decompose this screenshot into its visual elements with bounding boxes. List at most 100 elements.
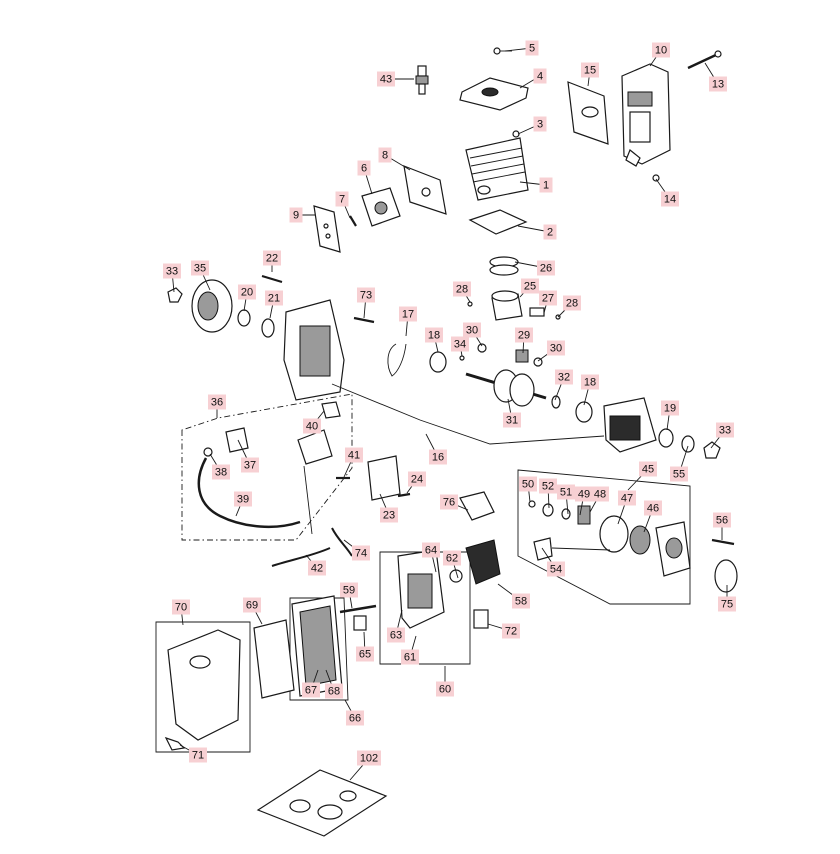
callout-c56: 56 [713, 512, 731, 540]
callout-c52: 52 [539, 478, 557, 509]
callout-badge [502, 623, 520, 639]
callout-label: 23 [383, 510, 395, 522]
callout-label: 32 [558, 372, 570, 384]
callout-c27: 27 [539, 290, 557, 314]
callout-label: 51 [560, 487, 572, 499]
part-6-intake [361, 187, 401, 227]
callout-badge [243, 597, 261, 613]
part-10-muffler [621, 63, 671, 167]
callout-badge [639, 461, 657, 477]
callout-badge [709, 76, 727, 92]
callout-badge [451, 336, 469, 352]
callout-c22: 22 [263, 250, 281, 272]
callout-badge [345, 447, 363, 463]
callout-badge [591, 486, 609, 502]
callout-label: 38 [215, 467, 227, 479]
callout-badge [533, 68, 547, 84]
callout-c36: 36 [208, 394, 226, 418]
callout-c28b: 28 [557, 295, 581, 318]
callout-label: 33 [719, 425, 731, 437]
callout-c9: 9 [289, 207, 315, 223]
callout-label: 61 [404, 652, 416, 664]
callout-label: 24 [411, 474, 423, 486]
callout-badge [525, 40, 539, 56]
part-20-washer [237, 309, 251, 327]
callout-label: 66 [349, 713, 361, 725]
part-102-gasket-set [256, 769, 388, 837]
callout-c30b: 30 [537, 340, 565, 362]
callout-badge [429, 449, 447, 465]
callout-label: 56 [716, 515, 728, 527]
part-30a-washer [477, 343, 487, 353]
callout-c24: 24 [406, 471, 426, 494]
callout-label: 71 [192, 750, 204, 762]
callout-c33a: 33 [163, 263, 181, 293]
part-15-gasket [567, 81, 609, 145]
callout-label: 52 [542, 481, 554, 493]
part-16-line [331, 383, 605, 445]
callout-badge [357, 750, 381, 766]
callout-c45: 45 [627, 461, 657, 491]
callout-label: 31 [506, 415, 518, 427]
callout-badge [718, 596, 736, 612]
callout-badge [440, 494, 458, 510]
callout-label: 37 [244, 460, 256, 472]
callout-c21: 21 [265, 290, 283, 319]
callout-label: 47 [621, 493, 633, 505]
callout-badge [377, 71, 395, 87]
callout-badge [380, 507, 398, 523]
callout-c49: 49 [575, 486, 593, 516]
callout-c26: 26 [514, 260, 555, 276]
part-27-pin [529, 307, 545, 317]
part-42-wire [271, 547, 331, 567]
callout-label: 29 [518, 330, 530, 342]
callout-badge [661, 191, 679, 207]
callout-label: 9 [293, 210, 299, 222]
callout-badge [716, 422, 734, 438]
callout-c25: 25 [519, 278, 539, 298]
group-66-air-filter [289, 595, 349, 701]
part-74-wire [331, 527, 353, 557]
callout-label: 76 [443, 497, 455, 509]
callout-c60: 60 [436, 666, 454, 697]
part-26-rings [489, 256, 519, 276]
callout-badge [357, 287, 375, 303]
callout-c102: 102 [349, 750, 381, 781]
callout-badge [503, 412, 521, 428]
callout-label: 33 [166, 266, 178, 278]
callout-badge [172, 599, 190, 615]
callout-badge [533, 116, 547, 132]
callout-c48: 48 [589, 486, 609, 513]
callout-badge [557, 484, 575, 500]
callout-label: 10 [655, 45, 667, 57]
callout-badge [581, 374, 599, 390]
callout-badge [308, 560, 326, 576]
callout-label: 70 [175, 602, 187, 614]
callout-label: 45 [642, 464, 654, 476]
callout-c41: 41 [343, 447, 363, 478]
callout-badge [356, 646, 374, 662]
callout-label: 42 [311, 563, 323, 575]
part-17-wire [387, 343, 407, 377]
callout-label: 26 [540, 263, 552, 275]
part-33b-nut [703, 441, 721, 459]
callout-badge [352, 545, 370, 561]
callout-badge [189, 747, 207, 763]
callout-c42: 42 [305, 554, 326, 576]
callout-c43: 43 [377, 71, 414, 87]
callout-c34: 34 [451, 336, 469, 357]
callout-c55: 55 [670, 445, 689, 482]
callout-c38: 38 [209, 453, 230, 480]
callout-badge [581, 62, 599, 78]
callout-label: 68 [328, 686, 340, 698]
part-crankcase-left [283, 299, 345, 401]
callout-c68: 68 [325, 669, 343, 699]
part-19-seal [658, 428, 674, 448]
callout-badge [652, 42, 670, 58]
part-14-screw [652, 174, 660, 182]
callout-label: 6 [361, 163, 367, 175]
part-28a-clip [467, 301, 473, 307]
part-18a-bearing [429, 351, 447, 373]
callout-c17: 17 [399, 306, 417, 337]
callout-badge [547, 561, 565, 577]
